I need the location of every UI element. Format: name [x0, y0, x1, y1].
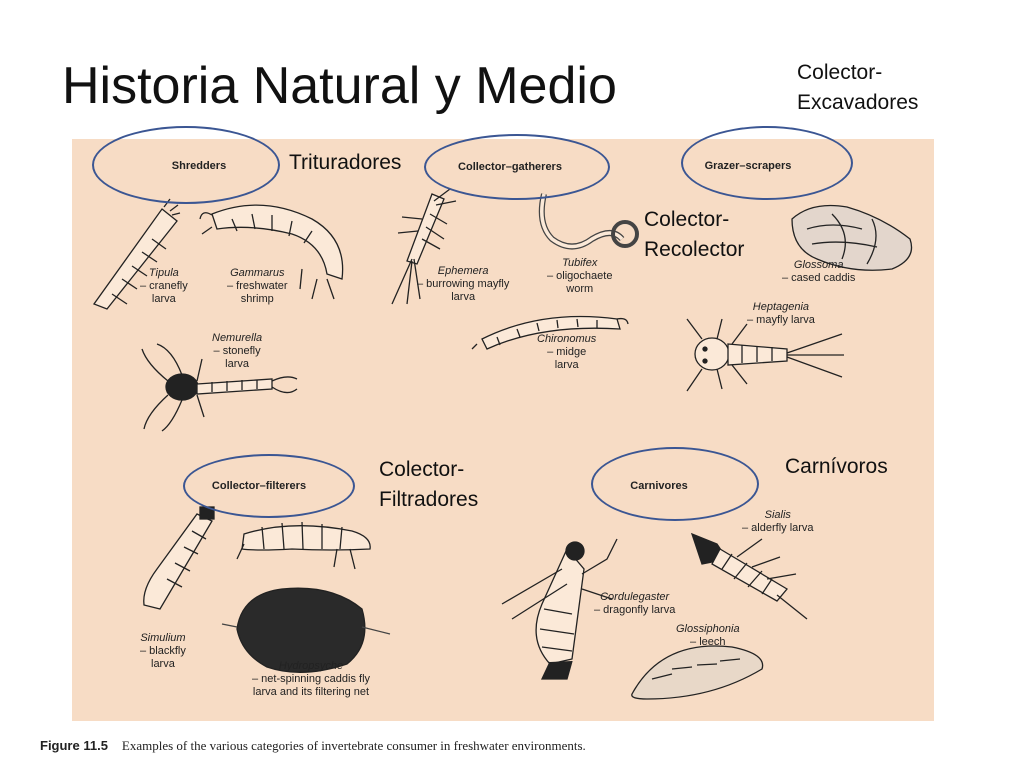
glossoma-drawing — [791, 204, 913, 271]
slide-title: Historia Natural y Medio — [62, 57, 617, 115]
species-simulium: Simulium – blackfly larva — [140, 632, 186, 670]
figure-panel: Shredders Collector–gatherers Grazer–scr… — [72, 139, 934, 721]
nemurella-drawing — [141, 343, 298, 432]
species-glossiphonia: Glossiphonia – leech — [676, 623, 740, 648]
species-chironomus: Chironomus – midge larva — [537, 333, 597, 371]
sialis-drawing — [690, 532, 808, 620]
hydropsyche-larva-drawing — [236, 521, 371, 570]
label-colector-excavadores: Colector- Excavadores — [797, 61, 919, 114]
label-colector-recolector: Colector- Recolector — [644, 208, 745, 261]
tubifex-drawing — [538, 193, 639, 250]
heptagenia-drawing — [686, 318, 844, 392]
oval-grazer-scrapers — [681, 126, 853, 200]
species-glossoma: Glossoma – cased caddis — [782, 259, 856, 284]
cordulegaster-drawing — [501, 538, 618, 680]
gammarus-drawing — [199, 204, 344, 300]
glossiphonia-drawing — [631, 645, 764, 700]
label-colector-filtradores: Colector- Filtradores — [379, 458, 479, 511]
chironomus-drawing — [471, 315, 629, 350]
species-tipula: Tipula – cranefly larva — [140, 267, 188, 305]
oval-shredders — [92, 126, 280, 204]
species-heptagenia: Heptagenia – mayfly larva — [747, 301, 815, 326]
species-nemurella: Nemurella – stonefly larva — [212, 332, 263, 370]
label-trituradores: Trituradores — [289, 151, 402, 174]
invertebrate-illustrations — [92, 188, 913, 700]
species-gammarus: Gammarus – freshwater shrimp — [227, 267, 288, 305]
caption-text: Examples of the various categories of in… — [121, 738, 586, 753]
label-carnivoros: Carnívoros — [785, 455, 888, 478]
simulium-drawing — [143, 506, 215, 610]
caption-label: Figure 11.5 — [40, 738, 108, 753]
species-sialis: Sialis – alderfly larva — [742, 509, 814, 534]
oval-collector-filterers — [183, 454, 355, 518]
hydropsyche-net-drawing — [221, 587, 391, 673]
species-hydropsyche: Hydropsyche – net-spinning caddis fly la… — [252, 660, 371, 698]
ephemera-drawing — [391, 188, 457, 305]
oval-carnivores — [591, 447, 759, 521]
species-tubifex: Tubifex – oligochaete worm — [547, 257, 613, 295]
figure-caption: Figure 11.5 Examples of the various categ… — [40, 738, 586, 754]
species-ephemera: Ephemera – burrowing mayfly larva — [417, 265, 510, 303]
species-cordulegaster: Cordulegaster – dragonfly larva — [594, 591, 676, 616]
oval-collector-gatherers — [424, 134, 610, 200]
